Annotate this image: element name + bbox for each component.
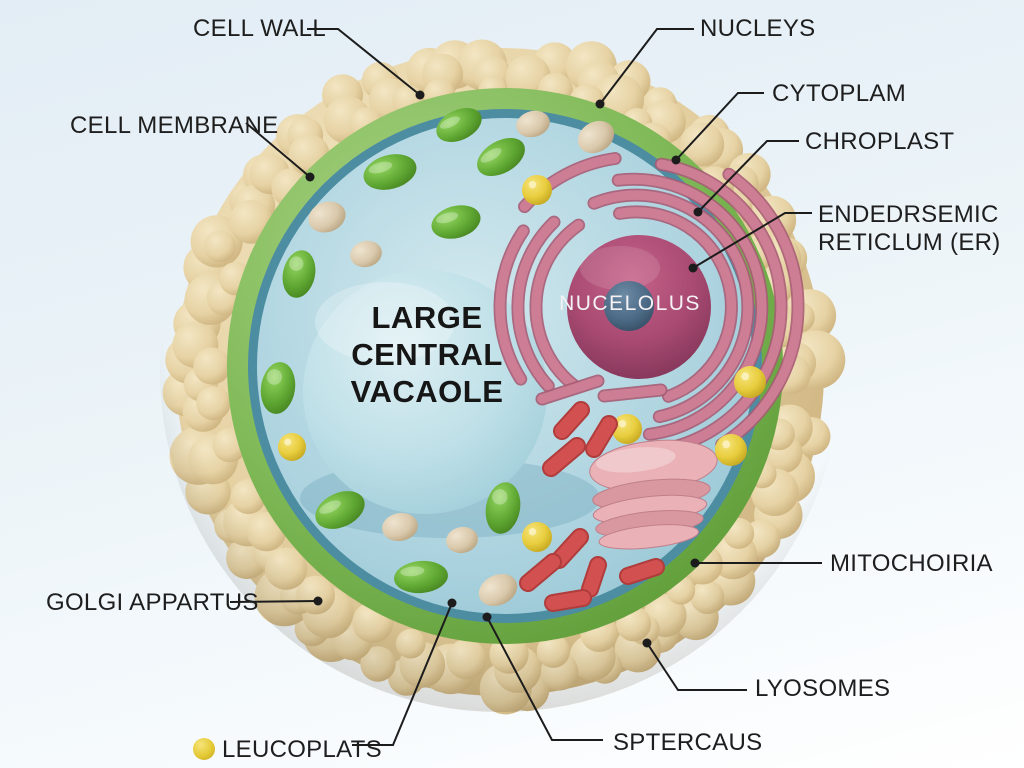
label-chroplast: CHROPLAST (805, 128, 955, 155)
leader-dot-lyosomes (642, 638, 652, 648)
leader-line-cytoplam (675, 92, 764, 161)
chloroplast (477, 138, 525, 176)
label-cell-membrane: CELL MEMBRANE (70, 112, 279, 139)
nucleolus (604, 281, 654, 331)
leader-dot-chroplast (693, 207, 703, 217)
leader-dot-leucoplats (447, 598, 457, 608)
mitochondrion-rods (519, 401, 665, 612)
leader-lines (229, 28, 822, 746)
label-nucleys: NUCLEYS (700, 15, 816, 42)
leader-dot-cytoplam (671, 155, 681, 165)
organelle-beige (308, 201, 346, 233)
label-nucelolus: NUCELOLUS (559, 292, 701, 315)
leader-line-sptercaus (486, 616, 603, 741)
leucoplast (612, 414, 642, 444)
label-endoplasmic-reticulum: ENDEDRSEMIC RETICLUM (ER) (818, 201, 1001, 256)
leucoplasts (278, 175, 766, 552)
leader-dot-mitochoiria (690, 558, 700, 568)
label-leucoplats: LEUCOPLATS (222, 736, 382, 763)
label-golgi-appartus: GOLGI APPARTUS (46, 589, 259, 616)
golgi-apparatus (589, 439, 718, 550)
central-vacuole (300, 270, 600, 538)
label-large-central-vacaole: LARGE CENTRAL VACAOLE (350, 300, 504, 409)
label-lyosomes: LYOSOMES (755, 675, 891, 702)
chloroplast (485, 482, 521, 534)
leader-dot-cell-wall (415, 90, 425, 100)
leader-line-endoplasmic-reticulum (692, 212, 812, 269)
organelle-beige (516, 110, 550, 138)
chloroplast (260, 362, 296, 414)
leader-line-chroplast (697, 140, 799, 213)
chloroplast (282, 250, 316, 298)
chloroplast (394, 560, 448, 594)
chloroplasts (260, 108, 525, 594)
organelle-beige (350, 240, 382, 268)
organelle-beige (577, 120, 615, 154)
beige-organelles (308, 110, 615, 607)
organelle-beige (446, 526, 478, 554)
leucoplast (278, 433, 306, 461)
leader-line-golgi-appartus (229, 600, 319, 603)
leader-dot-cell-membrane (305, 172, 315, 182)
chloroplast (431, 205, 481, 239)
chloroplast (436, 108, 482, 142)
label-cell-wall: CELL WALL (193, 15, 326, 42)
leader-line-cell-wall (307, 28, 421, 96)
leader-dot-sptercaus (482, 612, 492, 622)
chloroplast (363, 154, 417, 190)
leucoplast (715, 434, 747, 466)
label-cytoplam: CYTOPLAM (772, 80, 906, 107)
organelle-beige (478, 573, 518, 607)
leucoplast (522, 175, 552, 205)
leader-line-nucleys (599, 28, 694, 105)
label-sptercaus: SPTERCAUS (613, 729, 763, 756)
leucoplast (734, 366, 766, 398)
leucoplast-legend-icon (193, 738, 215, 760)
leader-dot-endoplasmic-reticulum (688, 263, 698, 273)
leader-line-cell-membrane (245, 122, 311, 178)
leader-line-lyosomes (646, 642, 747, 691)
endoplasmic-reticulum (493, 152, 805, 453)
label-mitochoiria: MITOCHOIRIA (830, 550, 993, 577)
leader-line-leucoplats (352, 602, 453, 746)
leader-dot-golgi-appartus (313, 596, 323, 606)
leucoplast (522, 522, 552, 552)
organelle-beige (382, 512, 418, 542)
leader-dot-nucleys (595, 99, 605, 109)
nucleus (567, 235, 711, 379)
chloroplast (315, 491, 365, 529)
